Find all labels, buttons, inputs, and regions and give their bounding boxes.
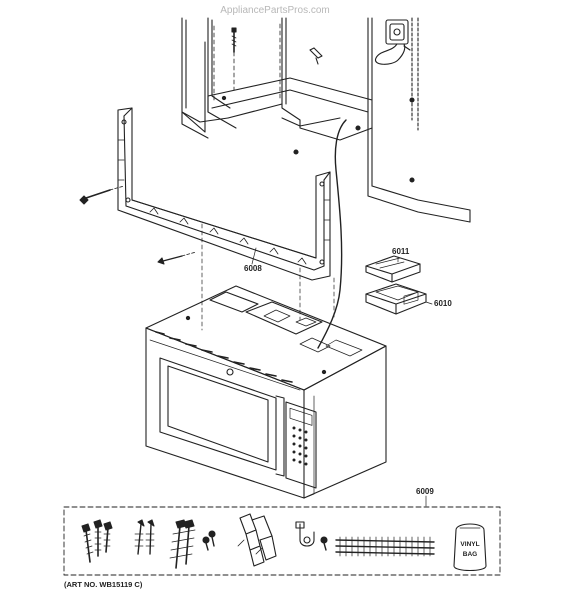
kit-long-bolts [169, 519, 196, 569]
kit-toggle-wings [237, 513, 277, 567]
installation-kit-box [63, 506, 501, 576]
vinyl-bag-label-line2: BAG [463, 551, 477, 558]
kit-cable-clamp [295, 521, 328, 551]
filter-cover-part [365, 255, 421, 283]
microwave-oven [145, 285, 387, 499]
kit-vinyl-bag [453, 523, 487, 572]
vinyl-bag-label-line1: VINYL [460, 541, 479, 548]
toggle-bolt [309, 47, 323, 65]
callout-6009: 6009 [416, 487, 434, 496]
wall-screw-lower [157, 251, 197, 265]
kit-toggle-bolts [134, 519, 155, 555]
callout-6011: 6011 [392, 247, 410, 256]
power-cord [317, 119, 347, 349]
wall-outlet [375, 19, 411, 65]
callout-6010: 6010 [434, 299, 452, 308]
kit-small-screws [202, 530, 216, 551]
wall-cabinet [181, 17, 471, 223]
leader-6010 [425, 301, 433, 305]
mounting-plate [117, 107, 331, 281]
callout-6008: 6008 [244, 264, 262, 273]
top-mounting-screw [231, 27, 237, 91]
damper-part [365, 283, 427, 315]
kit-threaded-rods [335, 536, 435, 557]
art-number: (ART NO. WB15119 C) [64, 580, 143, 589]
leader-6008 [251, 247, 257, 265]
watermark-text: AppliancePartsPros.com [220, 5, 330, 16]
kit-wood-screws [81, 519, 113, 563]
wall-screw-left [79, 185, 125, 205]
